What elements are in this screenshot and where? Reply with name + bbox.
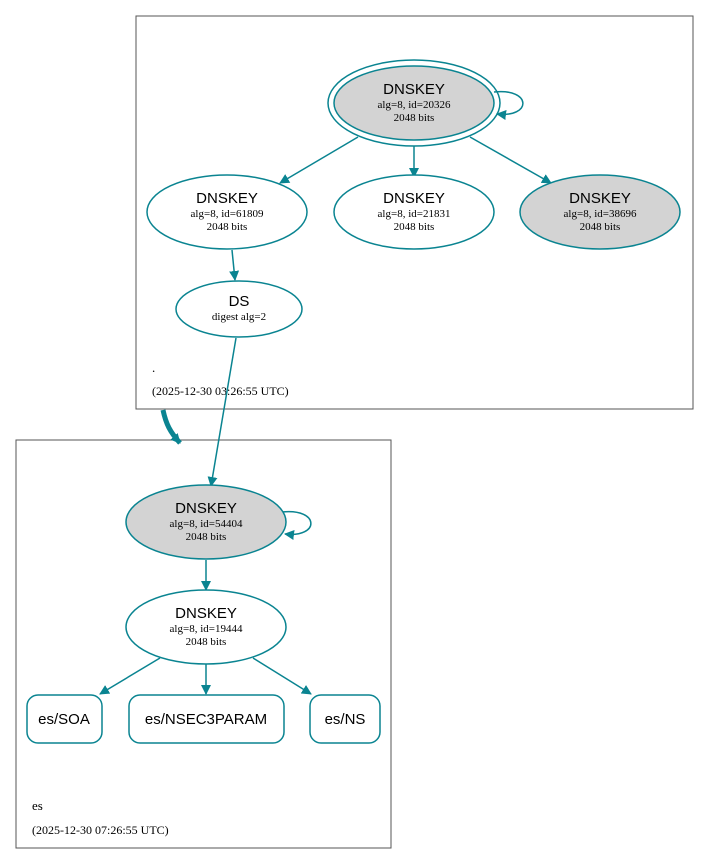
node-dnskey-61809[interactable]: DNSKEY alg=8, id=61809 2048 bits (146, 174, 308, 250)
rrset-shape (26, 694, 103, 744)
rrset-es-soa[interactable]: es/SOA (26, 694, 103, 744)
node-bits: 2048 bits (394, 112, 435, 124)
node-shape (125, 484, 287, 560)
node-shape (519, 174, 681, 250)
node-title: DNSKEY (383, 81, 445, 98)
zone-es-name: es (32, 798, 43, 813)
node-bits: 2048 bits (394, 221, 435, 233)
node-ds-es[interactable]: DS digest alg=2 (175, 280, 303, 338)
edge-ksk-to-38696 (469, 136, 552, 184)
rrset-es-ns[interactable]: es/NS (309, 694, 381, 744)
zone-root-name: . (152, 360, 155, 375)
zone-root: . (2025-12-30 03:26:55 UTC) (135, 15, 694, 410)
zone-es: es (2025-12-30 07:26:55 UTC) (15, 439, 392, 849)
node-title: DNSKEY (175, 605, 237, 622)
rrset-shape (309, 694, 381, 744)
node-shape (146, 174, 308, 250)
node-bits: 2048 bits (580, 221, 621, 233)
node-shape (175, 280, 303, 338)
rrset-shape (128, 694, 285, 744)
node-alg-id: alg=8, id=20326 (378, 99, 451, 111)
edge-es-ksk-self-loop (281, 510, 312, 540)
rrset-label: es/NSEC3PARAM (145, 711, 267, 728)
node-alg-id: alg=8, id=19444 (170, 623, 243, 635)
zone-root-border (135, 15, 694, 410)
edge-ds-to-es-ksk (207, 337, 237, 487)
node-dnskey-54404[interactable]: DNSKEY alg=8, id=54404 2048 bits (125, 484, 287, 560)
zone-root-timestamp: (2025-12-30 03:26:55 UTC) (152, 384, 289, 398)
edge-61809-to-ds (229, 249, 240, 281)
node-title: DNSKEY (383, 190, 445, 207)
zone-es-timestamp: (2025-12-30 07:26:55 UTC) (32, 823, 169, 837)
edge-zsk-to-ns (252, 657, 312, 695)
edge-ksk-to-61809 (279, 136, 359, 184)
node-alg-id: alg=8, id=61809 (191, 208, 264, 220)
node-title: DNSKEY (569, 190, 631, 207)
node-dnskey-20326[interactable]: DNSKEY alg=8, id=20326 2048 bits (327, 59, 501, 147)
node-bits: 2048 bits (207, 221, 248, 233)
node-alg-id: alg=8, id=54404 (170, 518, 243, 530)
node-alg-id: alg=8, id=38696 (564, 208, 637, 220)
node-bits: 2048 bits (186, 636, 227, 648)
node-dnskey-19444[interactable]: DNSKEY alg=8, id=19444 2048 bits (125, 589, 287, 665)
node-outer-ring (327, 59, 501, 147)
node-shape (333, 174, 495, 250)
node-digest: digest alg=2 (212, 311, 266, 323)
node-shape (125, 589, 287, 665)
node-bits: 2048 bits (186, 531, 227, 543)
node-title: DNSKEY (196, 190, 258, 207)
node-title: DNSKEY (175, 500, 237, 517)
edge-delegation (160, 409, 182, 445)
rrset-label: es/NS (325, 711, 366, 728)
edge-zsk-to-soa (99, 657, 161, 695)
rrset-es-nsec3param[interactable]: es/NSEC3PARAM (128, 694, 285, 744)
zone-es-border (15, 439, 392, 849)
rrset-label: es/SOA (38, 711, 90, 728)
node-title: DS (229, 293, 250, 310)
node-dnskey-38696[interactable]: DNSKEY alg=8, id=38696 2048 bits (519, 174, 681, 250)
node-dnskey-21831[interactable]: DNSKEY alg=8, id=21831 2048 bits (333, 174, 495, 250)
node-alg-id: alg=8, id=21831 (378, 208, 451, 220)
edge-ksk-self-loop (493, 90, 524, 120)
node-shape (333, 65, 495, 141)
edges (99, 90, 552, 695)
